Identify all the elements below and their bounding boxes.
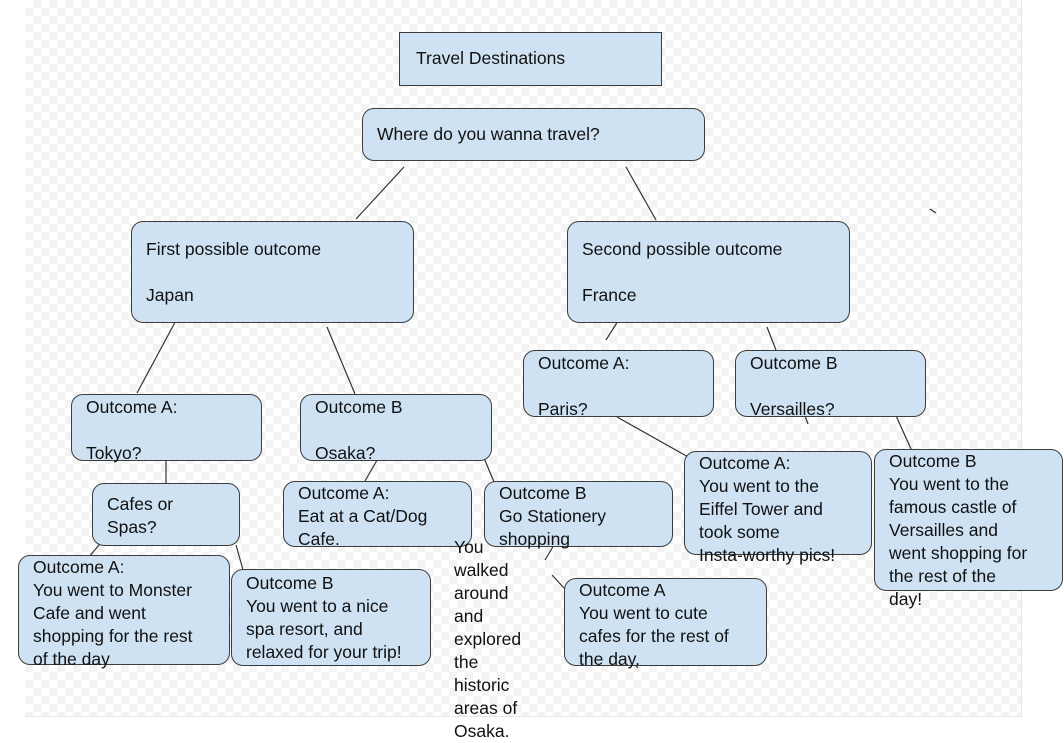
question-box: Where do you wanna travel? <box>362 108 705 161</box>
france-outcome-a-box: Outcome A: Paris? <box>523 350 714 419</box>
connector-line <box>355 166 405 220</box>
connector-line <box>326 326 356 395</box>
second-outcome-text: Second possible outcome France <box>582 239 783 305</box>
tokyo-spa-outcome-box: Outcome B You went to a nice spa resort,… <box>231 569 431 666</box>
osaka-outcome-a-text: Outcome A: Eat at a Cat/Dog Cafe. <box>298 483 428 549</box>
osaka-outcome-b-box: Outcome B Go Stationery shopping <box>484 481 673 549</box>
title-text: Travel Destinations <box>416 48 566 68</box>
osaka-outcome-a-box: Outcome A: Eat at a Cat/Dog Cafe. <box>283 481 472 549</box>
connector-line <box>766 326 777 351</box>
first-outcome-box: First possible outcome Japan <box>131 221 414 323</box>
osaka-walk-text: You walked around and explored the histo… <box>454 537 522 741</box>
question-text: Where do you wanna travel? <box>377 124 600 144</box>
japan-outcome-b-box: Outcome B Osaka? <box>300 394 492 463</box>
versailles-outcome-box: Outcome B You went to the famous castle … <box>874 449 1063 609</box>
tokyo-cafe-outcome-text: Outcome A: You went to Monster Cafe and … <box>33 557 193 669</box>
first-outcome-text: First possible outcome Japan <box>146 239 322 305</box>
paris-outcome-box: Outcome A: You went to the Eiffel Tower … <box>684 451 872 565</box>
second-outcome-box: Second possible outcome France <box>567 221 850 323</box>
connector-line <box>605 320 619 341</box>
tokyo-cafe-outcome-box: Outcome A: You went to Monster Cafe and … <box>18 555 230 669</box>
paris-outcome-text: Outcome A: You went to the Eiffel Tower … <box>699 453 836 565</box>
title-box: Travel Destinations <box>399 32 662 86</box>
france-outcome-b-text: Outcome B Versailles? <box>750 353 838 419</box>
connector-line <box>544 544 555 561</box>
connector-line <box>616 416 691 459</box>
connector-line <box>136 312 181 394</box>
osaka-outcome-b-text: Outcome B Go Stationery shopping <box>499 483 606 549</box>
japan-outcome-b-text: Outcome B Osaka? <box>315 397 403 463</box>
japan-outcome-a-text: Outcome A: Tokyo? <box>86 397 178 463</box>
tokyo-spa-outcome-text: Outcome B You went to a nice spa resort,… <box>246 573 402 662</box>
versailles-outcome-text: Outcome B You went to the famous castle … <box>889 451 1028 609</box>
osaka-walk-box: You walked around and explored the histo… <box>439 535 552 741</box>
france-outcome-b-box: Outcome B Versailles? <box>735 350 926 419</box>
tokyo-question-box: Cafes or Spas? <box>92 483 240 546</box>
france-outcome-a-text: Outcome A: Paris? <box>538 353 630 419</box>
osaka-cafes-outcome-box: Outcome A You went to cute cafes for the… <box>564 578 767 669</box>
connector-line <box>929 208 937 214</box>
tokyo-question-text: Cafes or Spas? <box>107 494 174 537</box>
connector-line <box>625 166 657 221</box>
osaka-cafes-outcome-text: Outcome A You went to cute cafes for the… <box>579 580 729 669</box>
japan-outcome-a-box: Outcome A: Tokyo? <box>71 394 262 463</box>
connector-line <box>804 415 809 425</box>
connector-line <box>235 544 244 571</box>
